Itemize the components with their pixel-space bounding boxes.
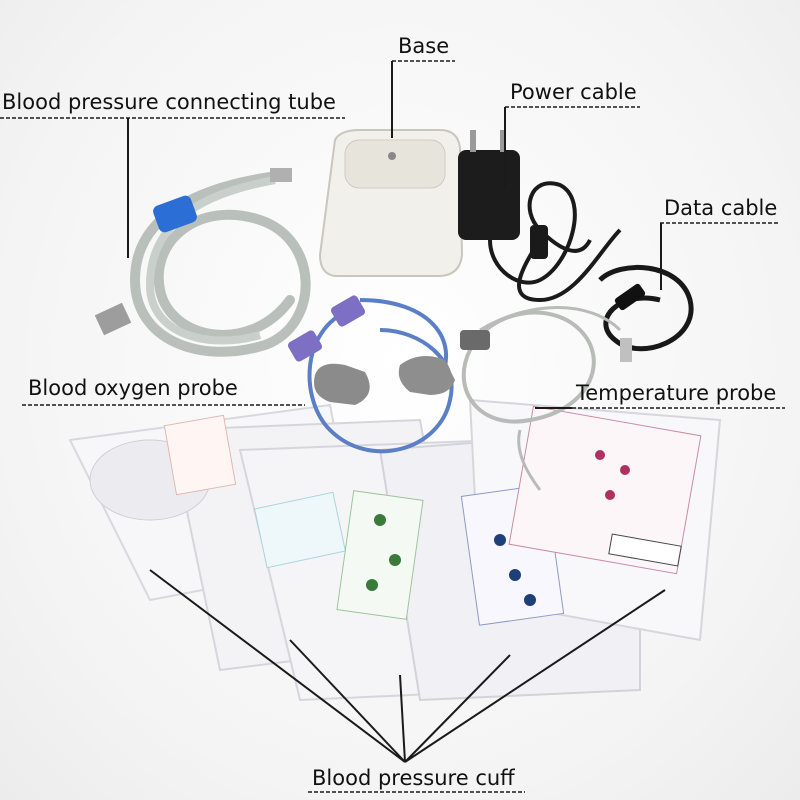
base-device: [318, 129, 464, 277]
temperature-probe: [460, 306, 622, 491]
label-oxygen-probe: Blood oxygen probe: [28, 376, 238, 400]
cuff-leader-5: [404, 589, 666, 763]
label-cuff: Blood pressure cuff: [312, 766, 515, 790]
connecting-tube: [94, 168, 311, 357]
annotation-lines: [0, 60, 785, 793]
label-temperature-probe: Temperature probe: [576, 381, 777, 405]
label-power-cable: Power cable: [510, 80, 637, 104]
data-cable: [598, 264, 694, 362]
cuff-leader-4: [404, 654, 511, 763]
label-base: Base: [398, 34, 450, 58]
label-connecting-tube: Blood pressure connecting tube: [2, 90, 336, 114]
blood-pressure-cuffs: [68, 398, 722, 702]
oxygen-probe: [287, 295, 455, 454]
cuff-leader-1: [149, 569, 406, 763]
power-cable: [458, 130, 622, 303]
cuff-leader-3: [399, 674, 406, 763]
cuff-leader-2: [289, 639, 406, 763]
label-data-cable: Data cable: [664, 196, 778, 220]
